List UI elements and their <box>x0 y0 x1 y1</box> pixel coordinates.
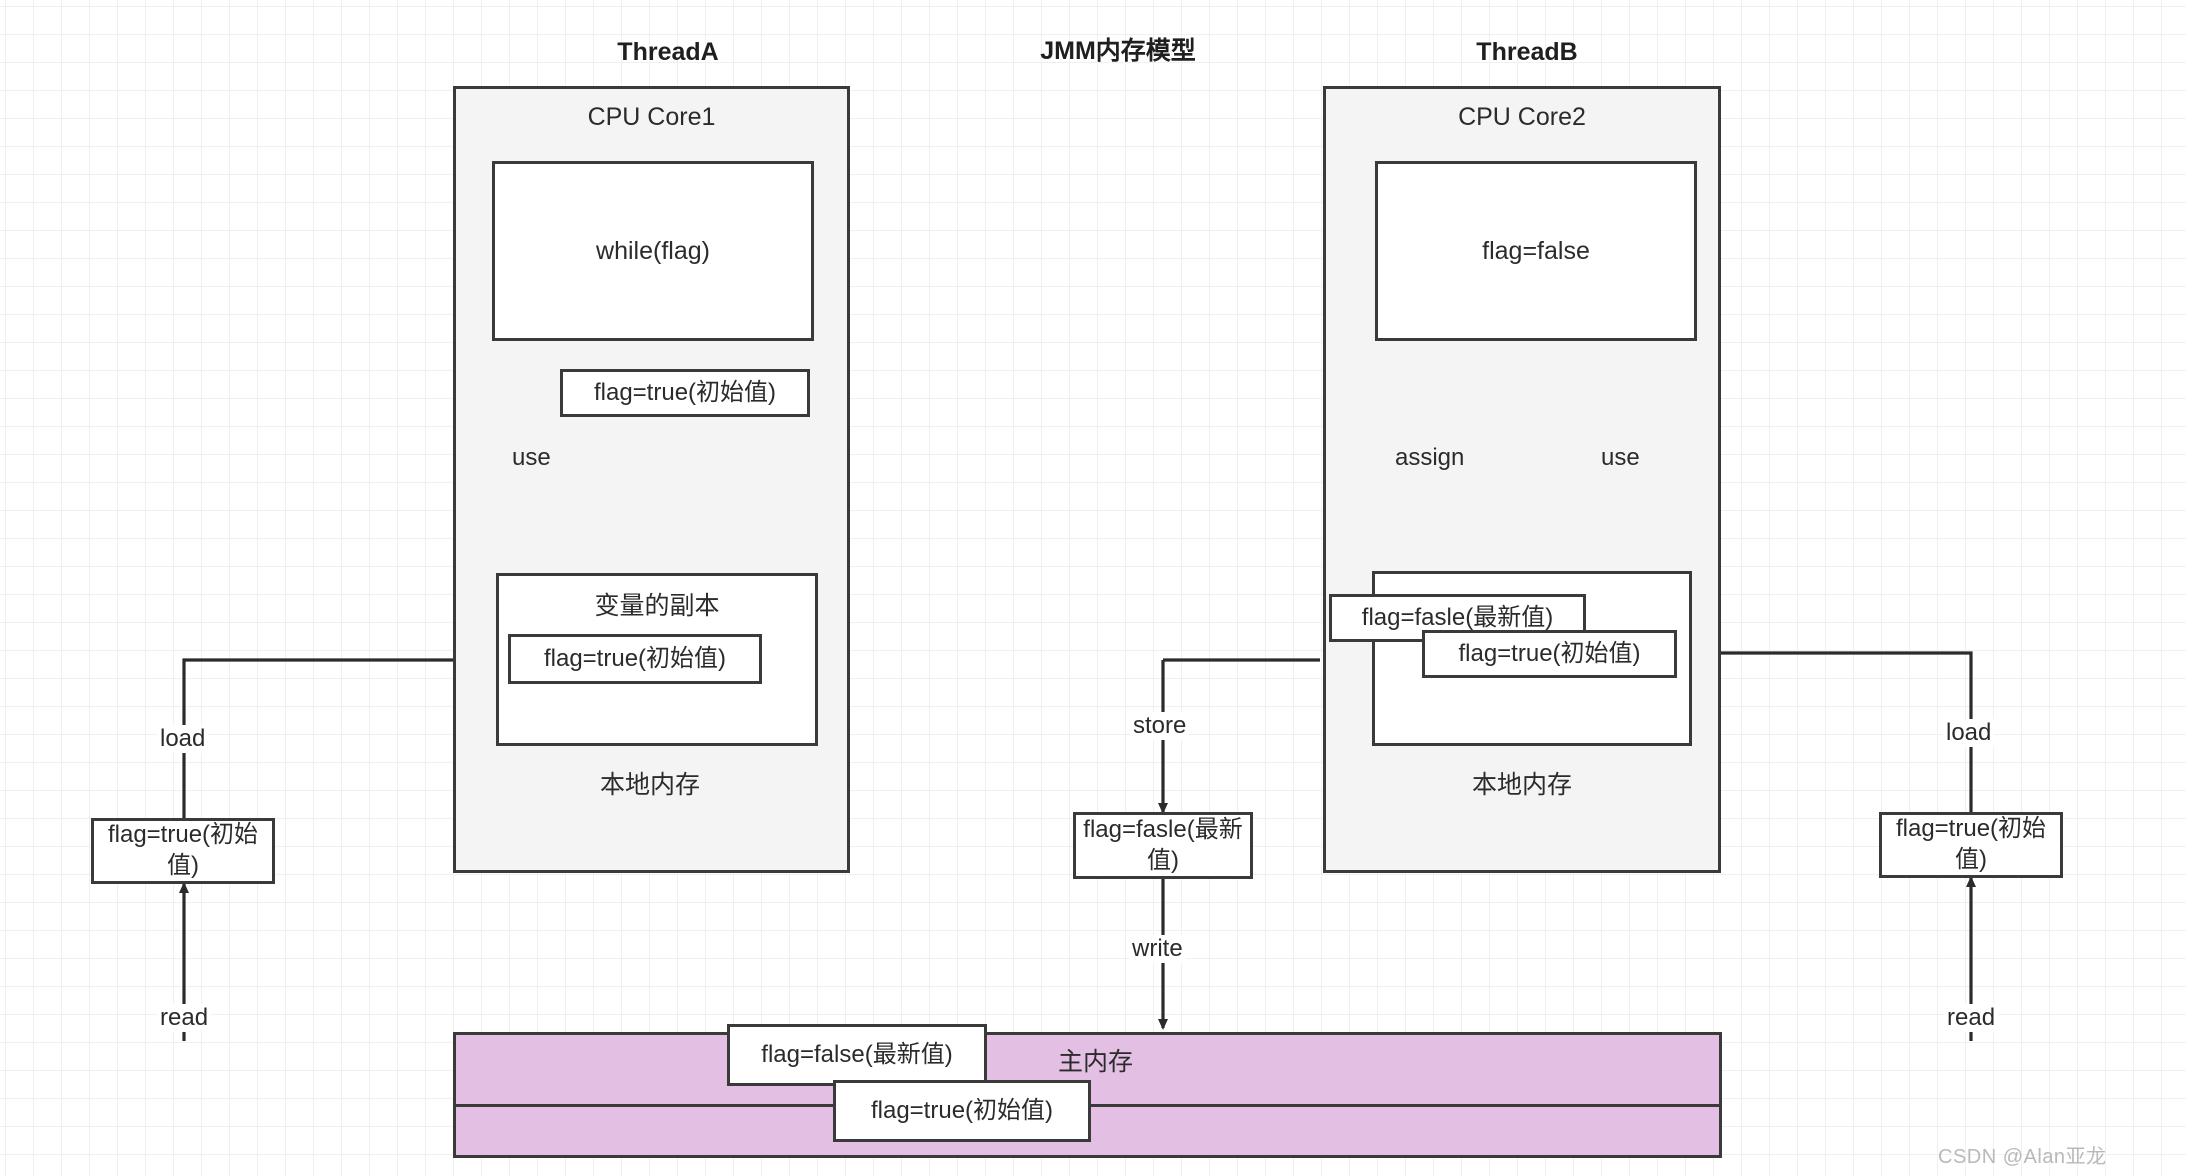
watermark: CSDN @Alan亚龙 <box>1938 1140 2107 1169</box>
thread-b-cpu-box: flag=false <box>1375 161 1697 341</box>
main-memory-title: 主内存 <box>1058 1042 1133 1078</box>
diagram-title: JMM内存模型 <box>988 36 1248 66</box>
thread-a-title: ThreadA <box>568 37 768 67</box>
thread-a-copy-value-text: flag=true(初始值) <box>543 644 727 672</box>
main-memory-initial-value-text: flag=true(初始值) <box>870 1096 1054 1124</box>
main-memory-title-text: 主内存 <box>1058 1048 1134 1076</box>
write-label: write <box>1129 935 1186 963</box>
thread-b-assign-text: assign <box>1395 444 1465 471</box>
thread-b-use-label: use <box>1598 444 1643 472</box>
store-label: store <box>1130 712 1190 740</box>
main-memory-initial-value-box: flag=true(初始值) <box>833 1080 1091 1142</box>
write-label-text: write <box>1132 935 1183 962</box>
arrow-right-load <box>1699 648 1973 812</box>
thread-b-new-value-text: flag=fasle(最新值) <box>1361 603 1554 631</box>
thread-a-use-text: use <box>512 444 551 471</box>
thread-a-title-text: ThreadA <box>617 38 719 66</box>
left-load-label: load <box>157 725 209 753</box>
thread-b-title: ThreadB <box>1427 37 1627 67</box>
thread-a-cpu-value-text: flag=true(初始值) <box>593 378 777 406</box>
thread-b-initial-value-text: flag=true(初始值) <box>1458 639 1641 667</box>
left-read-label: read <box>157 1004 212 1032</box>
thread-b-cpu-code: flag=false <box>1482 237 1590 265</box>
right-read-label: read <box>1944 1004 1999 1032</box>
left-value-box: flag=true(初始值) <box>91 818 275 884</box>
variable-copy-label: 变量的副本 <box>594 592 720 620</box>
right-load-text: load <box>1946 719 1992 746</box>
thread-b-use-text: use <box>1601 444 1640 471</box>
cpu-core1-label: CPU Core1 <box>587 103 716 131</box>
thread-a-cpu-value-box: flag=true(初始值) <box>560 369 810 417</box>
left-read-text: read <box>160 1004 209 1031</box>
thread-a-use-label: use <box>509 444 554 472</box>
watermark-text: CSDN @Alan亚龙 <box>1938 1146 2107 1168</box>
right-value-text: flag=true(初始值) <box>1895 815 2047 873</box>
thread-b-local-memory-label: 本地内存 <box>1412 769 1632 801</box>
thread-b-local-memory-text: 本地内存 <box>1471 771 1572 799</box>
thread-a-cpu-box: while(flag) <box>492 161 814 341</box>
right-load-label: load <box>1943 719 1995 747</box>
left-value-text: flag=true(初始值) <box>107 821 259 879</box>
main-memory-new-value-box: flag=false(最新值) <box>727 1024 987 1086</box>
thread-b-title-text: ThreadB <box>1476 38 1578 66</box>
store-value-text: flag=fasle(最新值) <box>1083 815 1243 874</box>
right-read-text: read <box>1947 1004 1996 1031</box>
left-load-text: load <box>160 725 206 752</box>
thread-a-local-memory-text: 本地内存 <box>599 771 700 799</box>
thread-a-cpu-code: while(flag) <box>596 237 710 265</box>
thread-a-variable-copy-value: flag=true(初始值) <box>508 634 762 684</box>
thread-a-local-memory-label: 本地内存 <box>540 769 760 801</box>
right-value-box: flag=true(初始值) <box>1879 812 2063 878</box>
diagram-title-text: JMM内存模型 <box>1040 37 1196 65</box>
store-value-box: flag=fasle(最新值) <box>1073 812 1253 879</box>
store-label-text: store <box>1133 712 1187 739</box>
thread-b-local-initial-value: flag=true(初始值) <box>1422 630 1677 678</box>
thread-b-assign-label: assign <box>1392 444 1468 472</box>
cpu-core2-label: CPU Core2 <box>1458 103 1586 131</box>
main-memory-new-value-text: flag=false(最新值) <box>761 1040 953 1068</box>
